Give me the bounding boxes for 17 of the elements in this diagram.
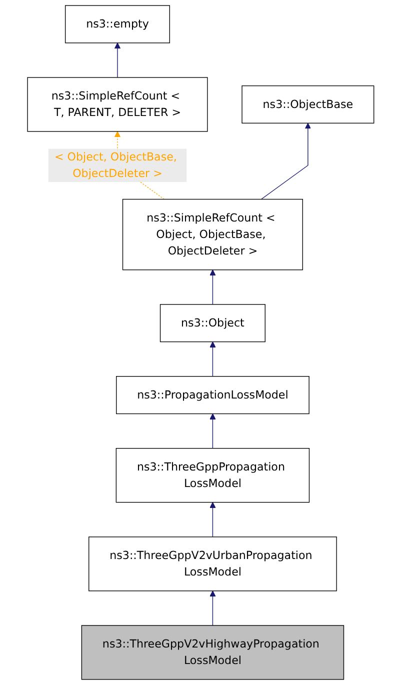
arrow [210, 342, 216, 377]
node-box: ns3::ThreeGppV2vUrbanPropagation LossModel [88, 536, 338, 592]
node-box: ns3::PropagationLossModel [116, 376, 310, 414]
arrow [210, 270, 216, 305]
arrow [261, 122, 312, 200]
node-box: ns3::ThreeGppV2vHighwayPropagation LossModel [82, 625, 344, 680]
node-box: ns3::empty [65, 5, 170, 44]
edge-label: < Object, ObjectBase, ObjectDeleter > [54, 150, 178, 180]
node-box: ns3::ObjectBase [242, 85, 374, 124]
node-box: ns3::ThreeGppPropagation LossModel [116, 448, 310, 503]
arrow [210, 502, 216, 538]
arrow [210, 590, 216, 626]
arrow [114, 42, 121, 78]
node-box: ns3::SimpleRefCount < Object, ObjectBase, ObjectDeleter > [122, 198, 304, 270]
node-box: ns3::SimpleRefCount < T, PARENT, DELETER > [28, 77, 208, 132]
node-box: ns3::Object [160, 304, 266, 342]
arrow [210, 414, 216, 449]
